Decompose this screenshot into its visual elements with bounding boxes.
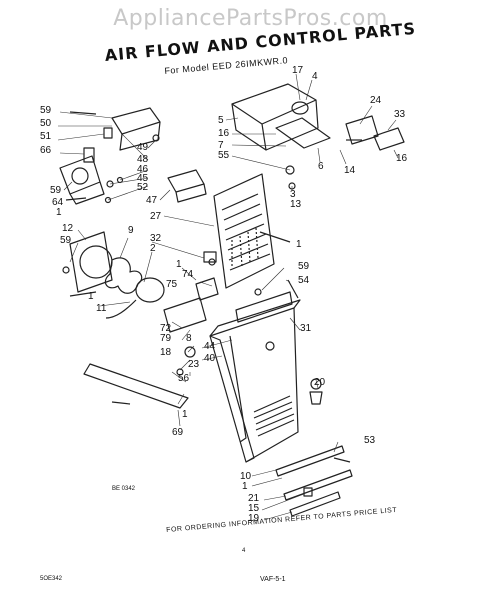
callout-27: 27 xyxy=(150,211,162,222)
callout-54: 54 xyxy=(298,275,310,286)
callout-7: 7 xyxy=(218,140,224,151)
callout-1: 1 xyxy=(176,259,182,270)
callout-3: 3 xyxy=(290,189,296,200)
callout-44: 44 xyxy=(204,341,216,352)
callout-69: 69 xyxy=(172,427,184,438)
callout-50: 50 xyxy=(40,118,52,129)
callout-1: 1 xyxy=(56,207,62,218)
relay-block xyxy=(167,169,207,203)
callout-1: 1 xyxy=(296,239,302,250)
callout-40: 40 xyxy=(204,353,216,364)
grille-panel xyxy=(213,173,275,289)
callout-14: 14 xyxy=(344,165,356,176)
drawing-code: BE 0342 xyxy=(112,486,136,492)
callout-24: 24 xyxy=(370,95,382,106)
callout-6: 6 xyxy=(318,161,324,172)
callout-79: 79 xyxy=(160,333,172,344)
callout-64: 64 xyxy=(52,197,64,208)
callout-66: 66 xyxy=(40,145,52,156)
callout-74: 74 xyxy=(182,269,194,280)
small-fasteners xyxy=(62,134,323,405)
callout-59: 59 xyxy=(40,105,52,116)
slider-rail xyxy=(275,445,353,517)
callout-1: 1 xyxy=(182,409,188,420)
callout-1: 1 xyxy=(242,481,248,492)
callout-56: 56 xyxy=(178,373,190,384)
baffle-plate xyxy=(235,291,293,323)
callout-72: 72 xyxy=(160,323,172,334)
callout-21: 21 xyxy=(248,493,260,504)
callout-49: 49 xyxy=(137,142,149,153)
callout-13: 13 xyxy=(290,199,302,210)
callout-18: 18 xyxy=(160,347,172,358)
callout-52: 52 xyxy=(137,182,149,193)
callout-11: 11 xyxy=(96,303,107,314)
callout-20: 20 xyxy=(314,377,326,388)
callout-45: 45 xyxy=(137,173,149,184)
callout-55: 55 xyxy=(218,150,230,161)
callout-59: 59 xyxy=(60,235,72,246)
callout-46: 46 xyxy=(137,164,149,175)
callout-10: 10 xyxy=(240,471,252,482)
callout-75: 75 xyxy=(166,279,178,290)
callout-53: 53 xyxy=(364,435,376,446)
callout-59: 59 xyxy=(298,261,310,272)
callout-16: 16 xyxy=(396,153,408,164)
callout-9: 9 xyxy=(128,225,134,236)
callout-59: 59 xyxy=(50,185,62,196)
motor-bracket xyxy=(163,251,219,333)
callout-48: 48 xyxy=(137,154,149,165)
bottom-left-code: 5OE342 xyxy=(40,576,63,582)
callout-32: 32 xyxy=(150,233,162,244)
bottom-right-code: VAF-5-1 xyxy=(260,576,286,583)
callout-2: 2 xyxy=(150,243,156,254)
callout-23: 23 xyxy=(188,359,200,370)
callout-17: 17 xyxy=(292,65,304,76)
fan-shroud xyxy=(69,231,165,319)
callout-15: 15 xyxy=(248,503,260,514)
callout-31: 31 xyxy=(300,323,312,334)
air-duct-panel xyxy=(209,299,301,463)
callout-4: 4 xyxy=(312,71,318,82)
callout-16: 16 xyxy=(218,128,230,139)
callout-51: 51 xyxy=(40,131,52,142)
page-number: 4 xyxy=(242,548,246,554)
callout-5: 5 xyxy=(218,115,224,126)
watermark: AppliancePartsPros.com xyxy=(113,6,388,31)
callout-47: 47 xyxy=(146,195,158,206)
lower-strip xyxy=(83,363,189,409)
control-housing xyxy=(231,83,405,151)
callout-1: 1 xyxy=(88,291,94,302)
callout-12: 12 xyxy=(62,223,74,234)
callout-8: 8 xyxy=(186,333,192,344)
callout-33: 33 xyxy=(394,109,406,120)
callout-19: 19 xyxy=(248,513,260,524)
